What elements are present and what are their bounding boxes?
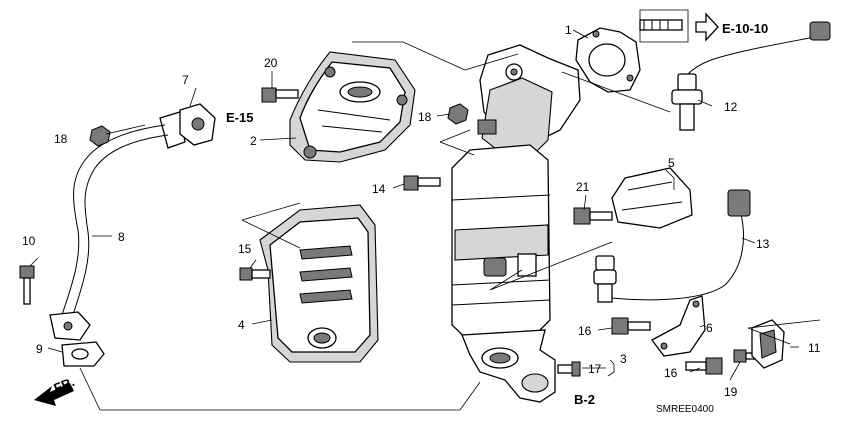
catalytic-converter [451,44,581,403]
outline-right-arrow-icon [695,12,719,42]
oxygen-sensor-lower [593,189,751,303]
reference-e-15: E-15 [226,110,253,125]
upper-heat-shield [289,51,416,163]
stud-17 [557,361,581,377]
nut-18-right [447,103,469,125]
callout-12: 12 [724,100,738,114]
reference-b-2: B-2 [574,392,595,407]
callout-11: 11 [808,341,821,355]
callout-21: 21 [576,180,590,194]
gasket-egr-upper [179,103,216,146]
callout-6: 6 [706,321,713,335]
bracket-6 [651,295,706,357]
callout-20: 20 [264,56,278,70]
front-direction-arrow-icon [34,383,74,406]
bracket-5 [611,167,693,229]
callout-19: 19 [724,385,738,399]
bolt-10 [19,265,35,305]
front-direction-label: FR. [52,374,77,396]
callout-13: 13 [756,237,770,251]
bolt-14 [403,175,441,191]
callout-8: 8 [118,230,125,244]
callout-18-a: 18 [54,132,68,146]
callout-5: 5 [668,156,675,170]
callout-14: 14 [372,182,386,196]
oxygen-sensor-upper [671,21,831,131]
callout-10: 10 [22,234,36,248]
callout-16-b: 16 [664,366,678,380]
lower-heat-shield [259,204,379,363]
egr-pipe [49,111,186,341]
diagram-code: SMREE0400 [656,404,714,415]
callout-18-b: 18 [418,110,432,124]
gasket-egr-lower [61,341,105,367]
gasket-upper [575,27,641,93]
bolt-20 [261,87,299,103]
stud-top [639,19,683,31]
callout-4: 4 [238,318,245,332]
callout-1: 1 [565,23,572,37]
callout-7: 7 [182,73,189,87]
callout-15: 15 [238,242,252,256]
callout-2: 2 [250,134,257,148]
bolt-16-a [611,317,651,335]
reference-e-10-10: E-10-10 [722,21,768,36]
bolt-15 [239,267,271,281]
callout-17: 17 [588,362,602,376]
callout-3: 3 [620,352,627,366]
bolt-21 [573,207,613,225]
leader-lines [29,9,821,411]
nut-18-left [89,125,111,147]
callout-16-a: 16 [578,324,592,338]
callout-9: 9 [36,342,43,356]
